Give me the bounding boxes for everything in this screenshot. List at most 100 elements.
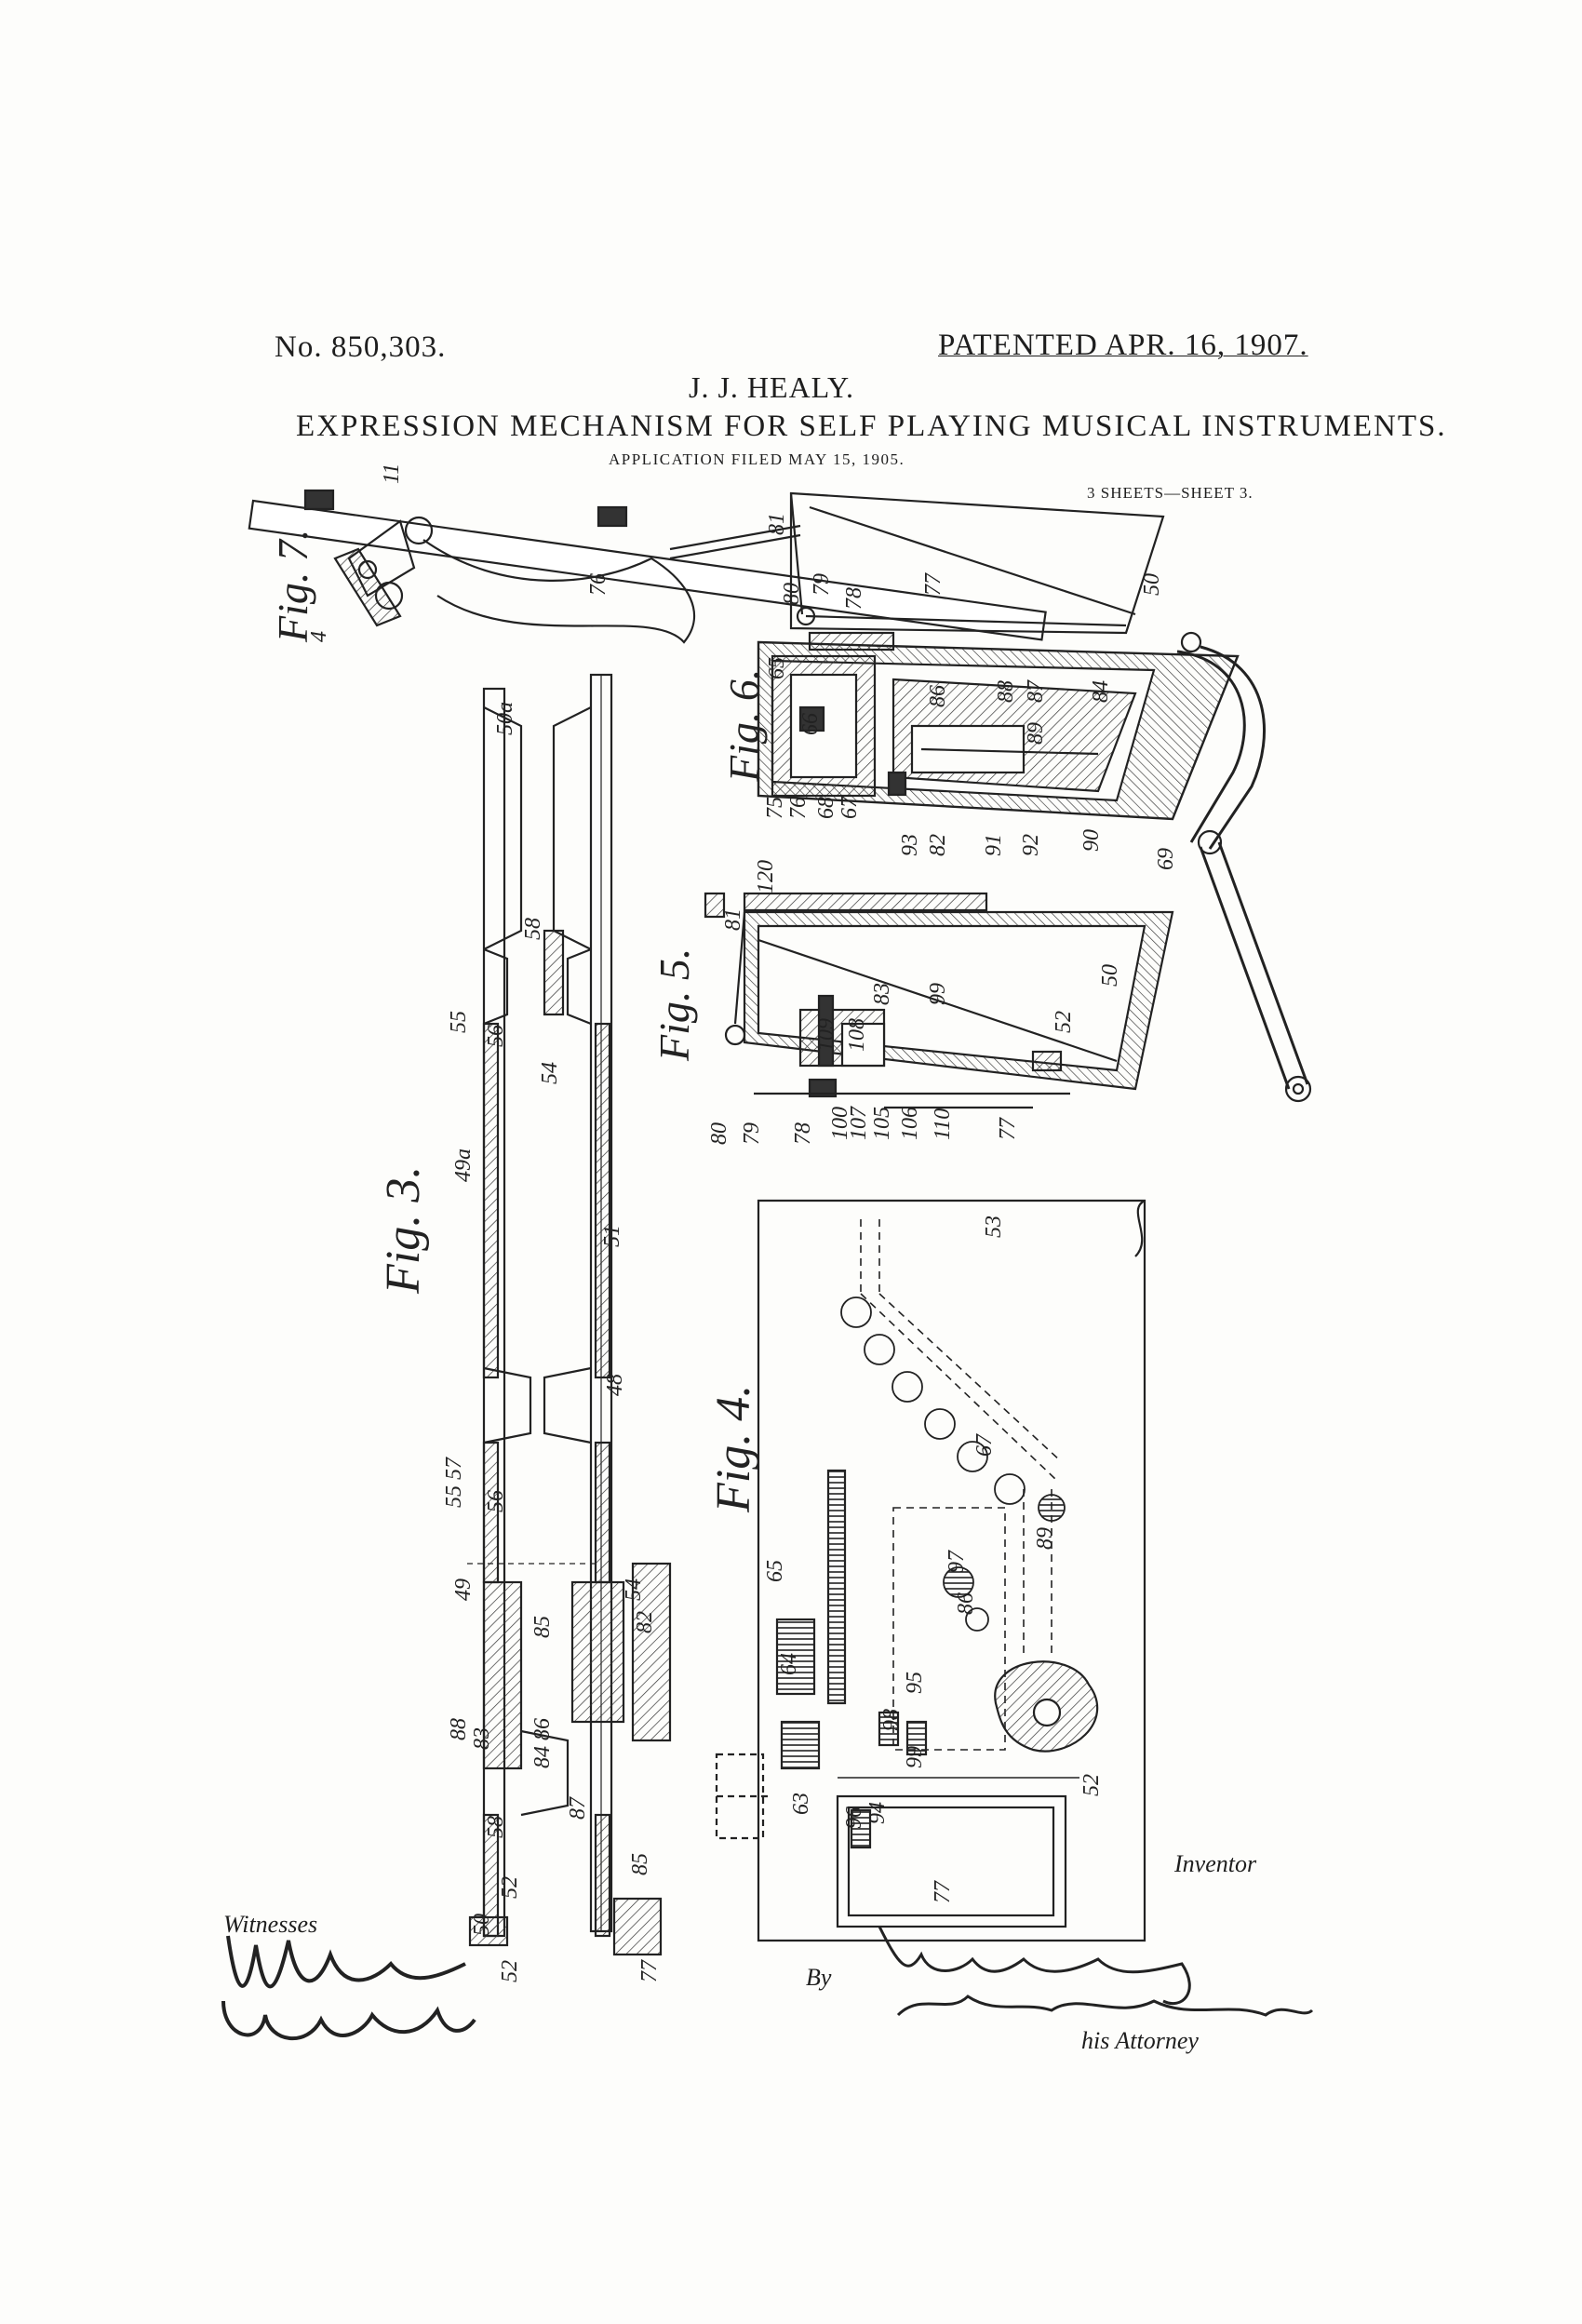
ref-fig6_top-76: 76: [786, 797, 811, 819]
ref-fig3-52: 52: [498, 1876, 522, 1899]
ref-fig3-58: 58: [484, 1816, 508, 1838]
ref-fig3-56: 56: [484, 1490, 508, 1512]
ref-fig3-55: 55: [447, 1011, 471, 1033]
ref-fig3-51: 51: [600, 1225, 624, 1247]
ref-fig5-80: 80: [707, 1122, 731, 1145]
ref-fig6_top-84: 84: [1089, 680, 1113, 703]
ref-fig3-84: 84: [530, 1746, 555, 1768]
ref-fig6_top-90: 90: [1079, 829, 1104, 852]
ref-fig6_top-77: 77: [921, 572, 945, 596]
ref-fig4-63: 63: [789, 1793, 813, 1815]
witness-signature-1: [226, 1935, 466, 1989]
ref-fig4-86: 86: [954, 1592, 978, 1615]
ref-fig5-50: 50: [1098, 964, 1122, 987]
ref-fig3-86: 86: [530, 1718, 555, 1740]
ref-fig3-50a: 50a: [493, 702, 517, 735]
ref-fig4-99: 99: [903, 1746, 927, 1768]
fig3-drawing: [465, 673, 672, 1956]
application-filed: APPLICATION FILED MAY 15, 1905.: [609, 450, 905, 468]
ref-fig5-52: 52: [1052, 1011, 1076, 1033]
ref-fig5-120: 120: [754, 860, 778, 893]
ref-fig3-85: 85: [628, 1853, 652, 1875]
inventor-name: J. J. HEALY.: [689, 370, 854, 404]
fig4-label: Fig. 4.: [707, 1385, 760, 1513]
ref-fig3-55: 55: [442, 1485, 466, 1508]
ref-fig5-108: 108: [845, 1018, 869, 1052]
witness-signature-2: [221, 2000, 476, 2041]
ref-fig3-48: 48: [603, 1374, 627, 1396]
ref-fig3-83: 83: [470, 1727, 494, 1750]
ref-fig3-77: 77: [637, 1959, 662, 1982]
fig5-label: Fig. 5.: [650, 948, 698, 1062]
ref-fig6_top-50: 50: [1140, 573, 1164, 596]
inventor-signature: [878, 1926, 1191, 2006]
ref-fig5-81: 81: [721, 908, 745, 931]
ref-fig5-83: 83: [870, 983, 894, 1005]
fig6-drawing: [757, 491, 1312, 1103]
ref-fig3-88: 88: [447, 1718, 471, 1740]
ref-fig3-52: 52: [498, 1960, 522, 1982]
ref-fig6_top-65: 65: [765, 657, 789, 679]
ref-fig4-89: 89: [1033, 1527, 1057, 1550]
ref-fig3-85: 85: [530, 1616, 555, 1638]
ref-fig3-49: 49: [451, 1578, 476, 1601]
by-label: By: [806, 1964, 832, 1991]
witnesses-label: Witnesses: [223, 1911, 318, 1938]
ref-fig6_top-93: 93: [898, 834, 922, 856]
ref-fig4-98: 98: [879, 1709, 904, 1731]
ref-fig5-79: 79: [740, 1122, 764, 1145]
inventor-label: Inventor: [1174, 1850, 1257, 1877]
ref-fig6_top-80: 80: [780, 583, 804, 605]
fig3-label: Fig. 3.: [377, 1166, 430, 1295]
ref-fig6_top-89: 89: [1024, 722, 1048, 745]
ref-fig6_top-86: 86: [926, 685, 950, 707]
ref-fig6_top-69: 69: [1154, 848, 1178, 870]
ref-fig3-82: 82: [633, 1611, 657, 1633]
fig5-drawing: [704, 892, 1174, 1109]
ref-fig6_top-68: 68: [814, 797, 838, 819]
ref-fig4-64: 64: [777, 1653, 801, 1675]
ref-fig6_top-78: 78: [842, 587, 866, 610]
ref-fig4-65: 65: [763, 1560, 787, 1582]
ref-fig4-77: 77: [931, 1880, 955, 1903]
ref-fig6_top-87: 87: [1024, 679, 1048, 703]
ref-fig7-4: 4: [307, 631, 331, 642]
attorney-label: his Attorney: [1081, 2027, 1199, 2054]
ref-fig5-100: 100: [828, 1107, 852, 1140]
ref-fig4-95: 95: [903, 1672, 927, 1694]
ref-fig5-107: 107: [847, 1106, 871, 1140]
ref-fig3-54: 54: [538, 1062, 562, 1084]
ref-fig3-87: 87: [566, 1796, 590, 1820]
ref-fig6_top-81: 81: [765, 513, 789, 535]
ref-fig6_top-82: 82: [926, 834, 950, 856]
ref-fig4-96: 96: [842, 1807, 866, 1829]
ref-fig4-53: 53: [982, 1216, 1006, 1238]
ref-fig7-76: 76: [586, 573, 610, 596]
ref-fig3-54: 54: [622, 1578, 646, 1601]
ref-fig7-11: 11: [380, 463, 404, 484]
fig6-label: Fig. 6.: [720, 669, 768, 783]
sheet-number: 3 SHEETS—SHEET 3.: [1087, 484, 1254, 502]
ref-fig4-97: 97: [945, 1550, 969, 1573]
ref-fig3-57: 57: [442, 1457, 466, 1480]
ref-fig3-50: 50: [470, 1914, 494, 1936]
ref-fig5-99: 99: [926, 983, 950, 1005]
patent-number: No. 850,303.: [275, 330, 447, 364]
fig7-label: Fig. 7.: [269, 530, 316, 643]
ref-fig6_top-67: 67: [838, 796, 862, 819]
ref-fig6_top-66: 66: [798, 713, 823, 735]
ref-fig3-49a: 49a: [451, 1149, 476, 1182]
ref-fig6_top-91: 91: [982, 834, 1006, 856]
ref-fig5-105: 105: [870, 1107, 894, 1140]
ref-fig4-94: 94: [865, 1802, 890, 1824]
ref-fig6_top-92: 92: [1019, 834, 1043, 856]
ref-fig5-109: 109: [814, 1018, 838, 1052]
ref-fig6_top-88: 88: [994, 680, 1018, 703]
ref-fig3-58: 58: [521, 918, 545, 940]
patent-date: PATENTED APR. 16, 1907.: [938, 329, 1308, 362]
fig7-drawing: [248, 489, 1047, 644]
patent-title: EXPRESSION MECHANISM FOR SELF PLAYING MU…: [296, 410, 1447, 443]
fig4-drawing: [715, 1199, 1146, 1942]
ref-fig5-110: 110: [931, 1108, 955, 1140]
